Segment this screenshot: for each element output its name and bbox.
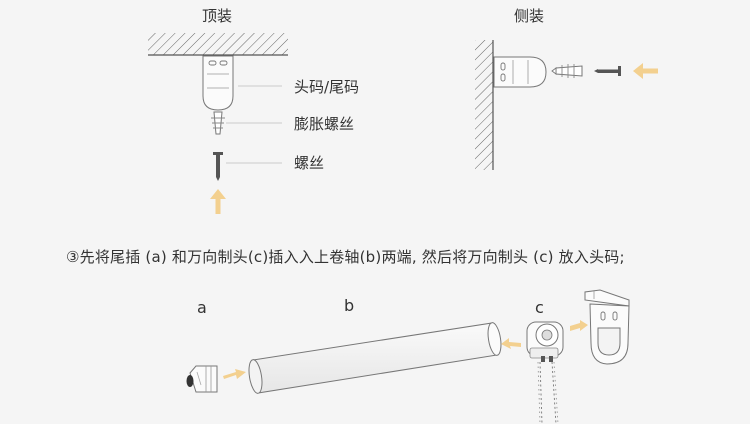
top-mount-title: 顶装 (202, 7, 233, 25)
part-label-a: a (197, 298, 207, 317)
end-plug-a (186, 365, 218, 393)
head-bracket (584, 289, 630, 365)
label-anchor: 膨胀螺丝 (294, 115, 355, 133)
side-screw (594, 66, 621, 76)
ceiling-hatch (148, 33, 288, 55)
side-mount-figure (475, 40, 658, 170)
top-arrow-up (210, 189, 226, 214)
side-bracket (493, 56, 547, 88)
label-bracket: 头码/尾码 (294, 78, 360, 96)
top-bracket (202, 55, 234, 111)
side-expansion-anchor (551, 64, 583, 78)
top-screw (213, 152, 223, 181)
arrow-c-to-tube (501, 338, 521, 349)
side-mount-title: 侧装 (514, 7, 545, 25)
control-head-c (526, 321, 564, 362)
top-expansion-anchor (211, 111, 225, 135)
roller-tube-b (248, 322, 502, 394)
arrow-a-to-tube (223, 369, 246, 379)
assembly-figure (186, 289, 630, 424)
top-mount-figure (148, 33, 288, 214)
bead-chain (537, 361, 559, 424)
part-label-c: c (535, 298, 544, 317)
part-label-b: b (344, 296, 355, 315)
arrow-head-to-bracket (570, 320, 588, 331)
side-arrow-left (633, 63, 658, 79)
wall-hatch (475, 40, 493, 170)
step-instruction: ③先将尾插 (a) 和万向制头(c)插入入上卷轴(b)两端, 然后将万向制头 (… (66, 248, 625, 266)
label-screw: 螺丝 (294, 154, 325, 172)
